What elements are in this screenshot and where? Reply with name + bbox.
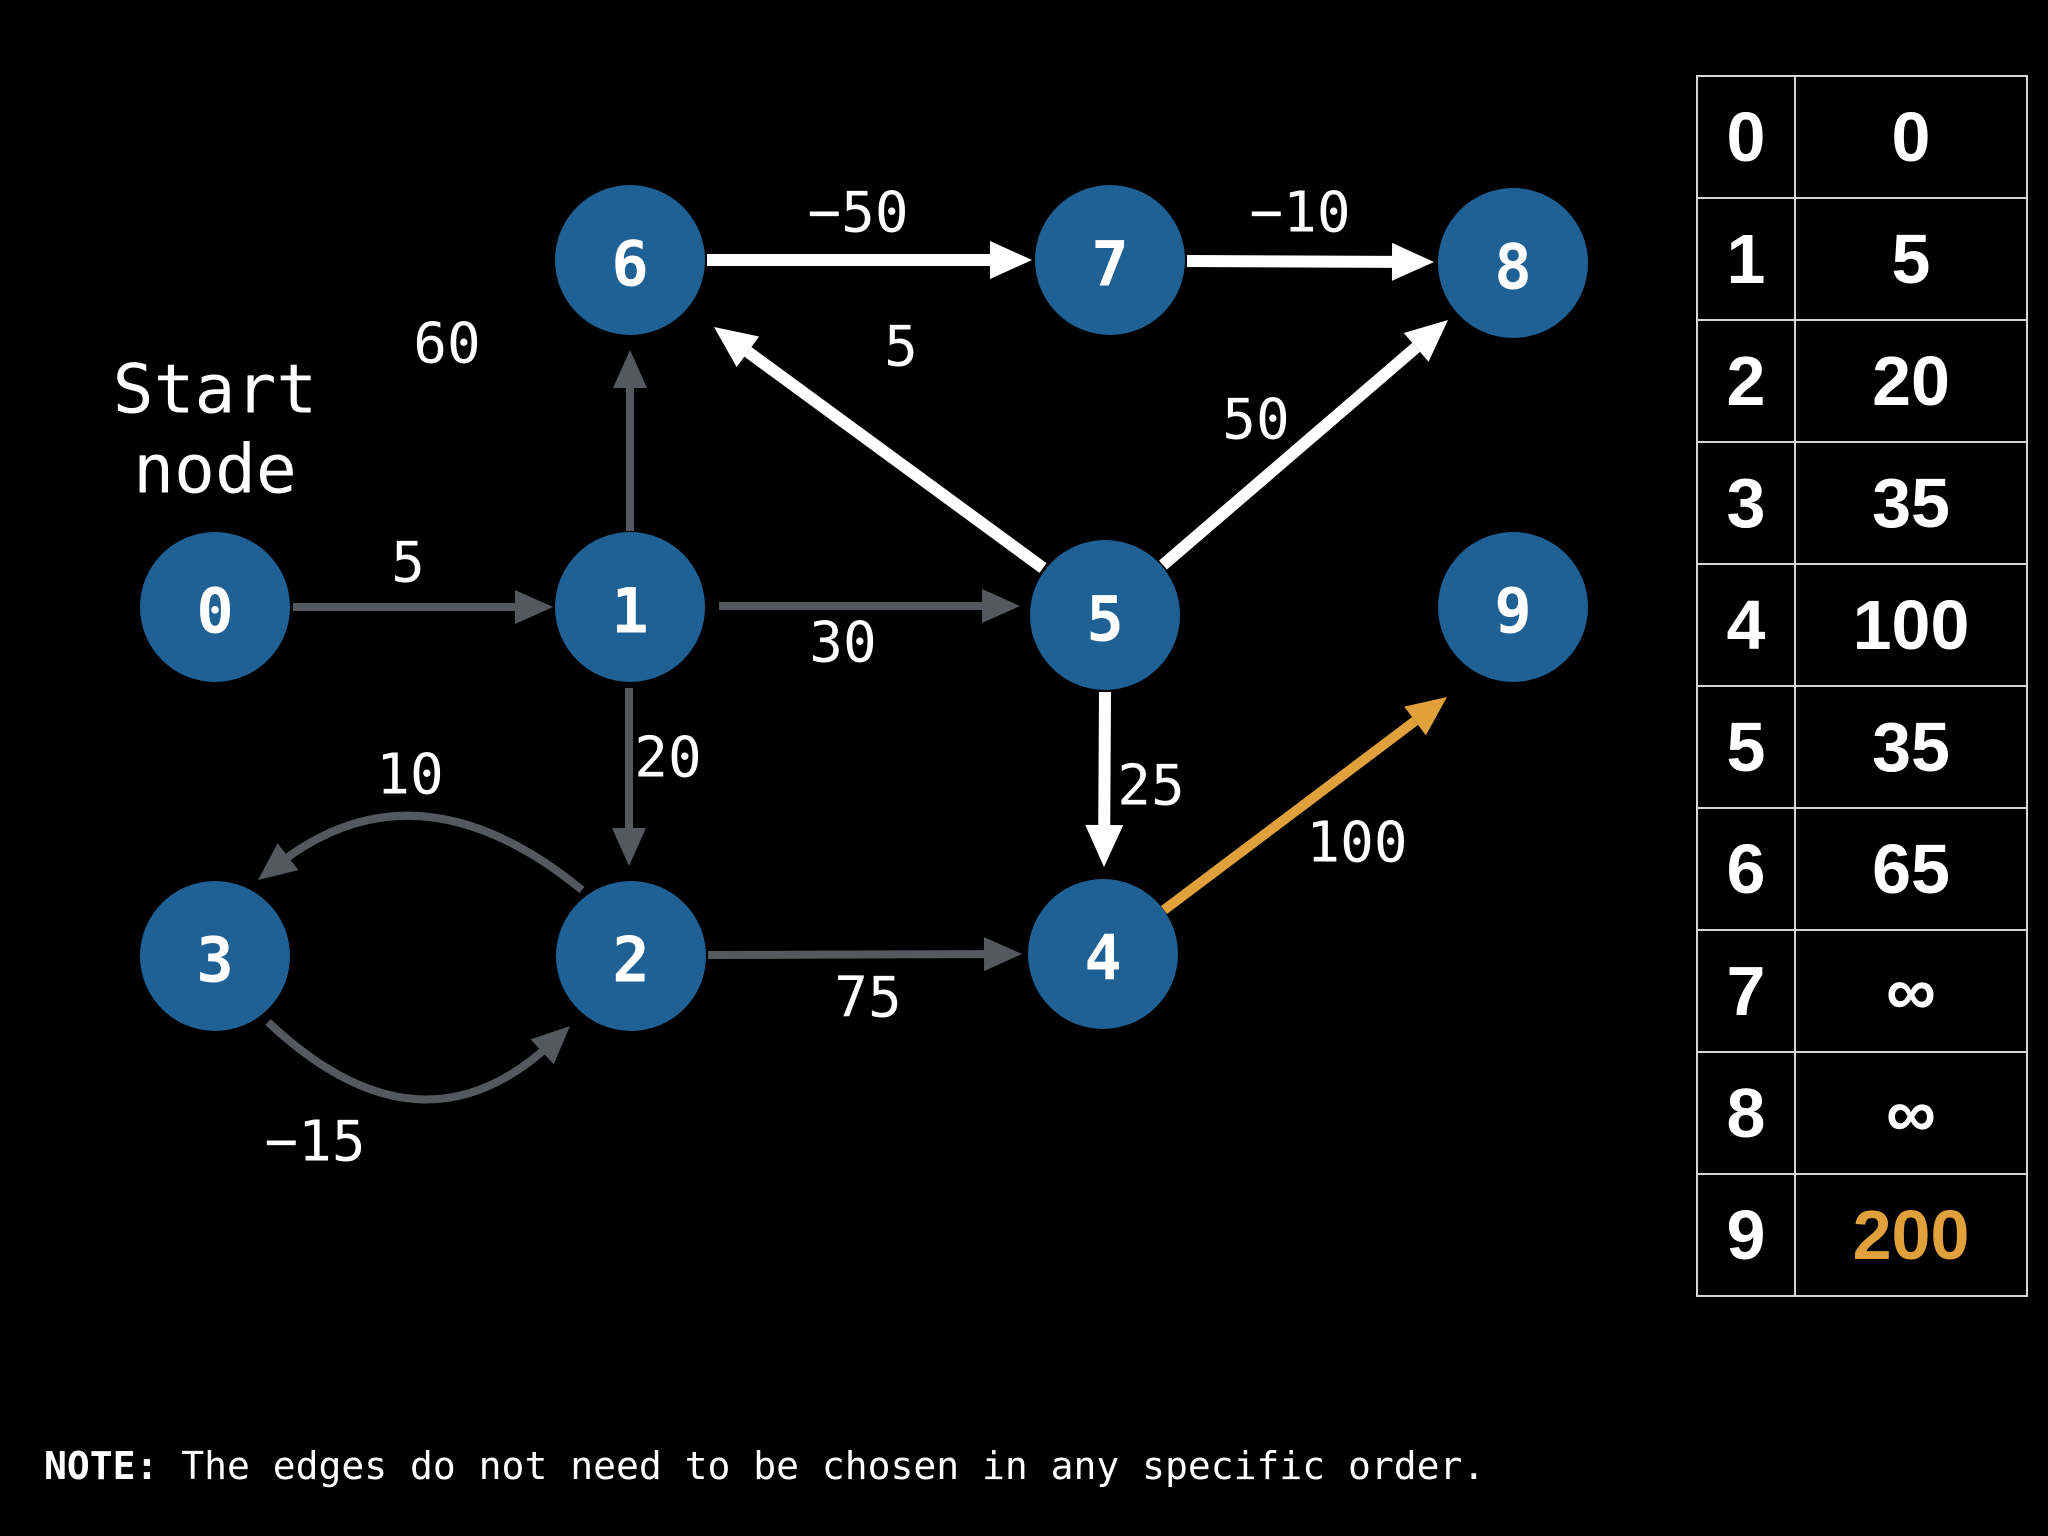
edge-0-1-arrowhead-icon [515,590,553,624]
node-id-cell: 6 [1696,807,1796,931]
node-5 [1030,540,1180,690]
edge-5-6-line [744,346,1047,573]
distance-cell: 100 [1794,563,2028,687]
edge-0-1-weight-label: 5 [391,531,425,596]
distance-cell: ∞ [1794,929,2028,1053]
edge-2-3-weight-label: 10 [376,743,443,808]
edge-4-9-arrowhead-icon [1404,697,1447,736]
edge-7-8-weight-label: −10 [1249,181,1350,246]
note-text: NOTE: The edges do not need to be chosen… [44,1444,1485,1488]
node-0 [140,532,290,682]
node-9 [1438,532,1588,682]
edge-1-2-weight-label: 20 [634,726,701,791]
edge-5-8-arrowhead-icon [1403,320,1448,362]
node-5-label: 5 [1086,583,1123,656]
node-id-cell: 7 [1696,929,1796,1053]
edge-2-4-line [707,950,985,959]
note-body: The edges do not need to be chosen in an… [158,1444,1486,1488]
note-prefix: NOTE: [44,1444,159,1488]
node-9-label: 9 [1494,575,1531,648]
edge-3-2-curve [265,1019,554,1104]
distance-cell: ∞ [1794,1051,2028,1175]
edge-1-6-arrowhead-icon [613,350,647,388]
edge-2-3-curve [276,811,585,894]
distance-cell: 200 [1794,1173,2028,1297]
edge-1-5-arrowhead-icon [982,589,1020,623]
distance-cell: 35 [1794,685,2028,809]
node-id-cell: 0 [1696,75,1796,199]
node-id-cell: 5 [1696,685,1796,809]
edge-4-9-line [1160,717,1419,914]
node-6 [555,185,705,335]
edge-4-9-weight-label: 100 [1306,811,1407,876]
distance-cell: 65 [1794,807,2028,931]
node-2 [556,881,706,1031]
start-node-caption-2: node [133,431,297,510]
distance-cell: 35 [1794,441,2028,565]
edge-1-5-weight-label: 30 [809,611,876,676]
edge-1-6-weight-label: 60 [413,312,480,377]
node-id-cell: 2 [1696,319,1796,443]
node-4-label: 4 [1084,922,1121,995]
edge-5-6-arrowhead-icon [714,327,760,368]
edge-5-4-line [1098,691,1111,826]
node-1-label: 1 [611,575,648,648]
node-id-cell: 8 [1696,1051,1796,1175]
node-id-cell: 4 [1696,563,1796,687]
distance-cell: 5 [1794,197,2028,321]
distance-cell: 20 [1794,319,2028,443]
node-3 [140,881,290,1031]
table-row-node-8: 8∞ [1696,1051,2028,1175]
node-3-label: 3 [196,924,233,997]
start-node-caption-1: Start [113,351,318,430]
node-2-label: 2 [612,924,649,997]
node-1 [555,532,705,682]
node-0-label: 0 [196,575,233,648]
node-id-cell: 3 [1696,441,1796,565]
edge-2-4-arrowhead-icon [983,937,1022,972]
node-8 [1438,188,1588,338]
table-row-node-7: 7∞ [1696,929,2028,1053]
edge-5-4-weight-label: 25 [1117,754,1184,819]
node-6-label: 6 [611,228,648,301]
edge-5-6-weight-label: 5 [884,315,918,380]
edge-6-7-arrowhead-icon [990,241,1032,279]
distance-cell: 0 [1794,75,2028,199]
edge-5-8-line [1159,342,1421,570]
edge-2-3-arrowhead-icon [258,843,299,880]
edge-3-2-weight-label: −15 [264,1110,365,1175]
edge-3-2-arrowhead-icon [530,1026,570,1065]
edge-2-4-weight-label: 75 [834,966,901,1031]
edge-5-4-arrowhead-icon [1085,824,1124,867]
node-id-cell: 9 [1696,1173,1796,1297]
node-4 [1028,879,1178,1029]
node-7-label: 7 [1091,228,1128,301]
node-7 [1035,185,1185,335]
edge-1-2-arrowhead-icon [612,828,646,866]
node-8-label: 8 [1494,231,1531,304]
edge-7-8-arrowhead-icon [1391,242,1434,281]
edge-6-7-weight-label: −50 [807,181,908,246]
node-id-cell: 1 [1696,197,1796,321]
edge-5-8-weight-label: 50 [1222,388,1289,453]
edge-7-8-line [1186,255,1393,268]
